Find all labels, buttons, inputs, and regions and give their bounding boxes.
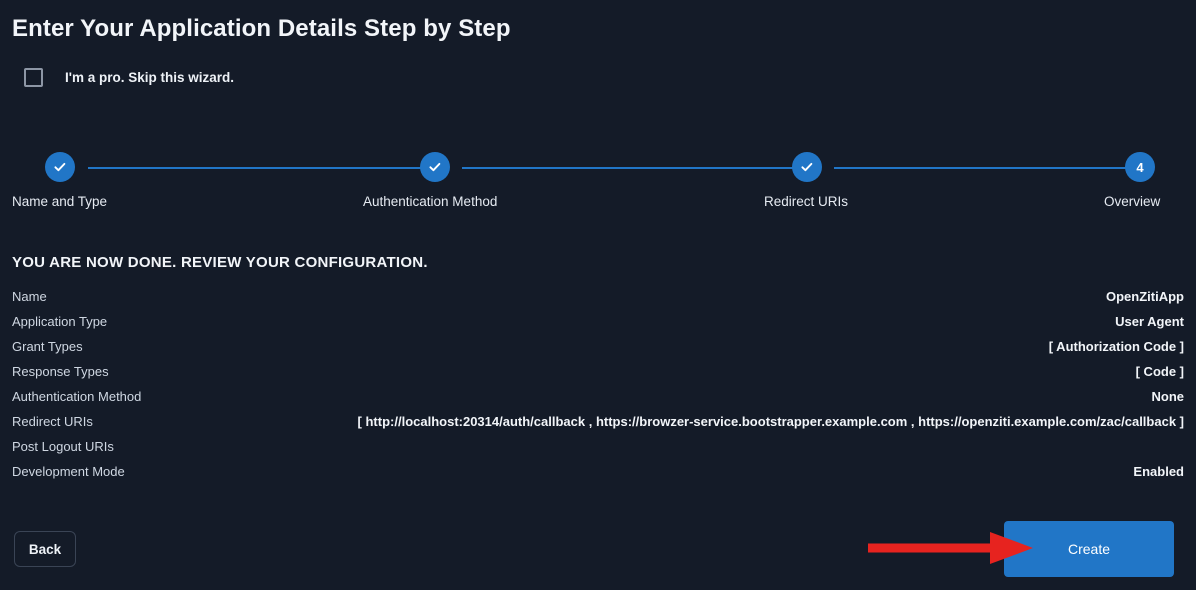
review-heading: YOU ARE NOW DONE. REVIEW YOUR CONFIGURAT… [12,254,428,271]
stepper-label-redirect-uris: Redirect URIs [764,194,849,209]
row-value: None [1151,389,1185,404]
row-label: Authentication Method [12,389,142,404]
skip-wizard-checkbox[interactable] [24,68,43,87]
create-button[interactable]: Create [1004,521,1174,577]
skip-wizard-label: I'm a pro. Skip this wizard. [65,70,234,85]
row-value: User Agent [1115,314,1184,329]
table-row: Response Types [ Code ] [12,364,1184,389]
check-icon [429,162,441,172]
table-row: Development Mode Enabled [12,464,1184,489]
stepper-connector-3 [834,167,1128,169]
skip-wizard-row: I'm a pro. Skip this wizard. [24,68,234,87]
row-value: [ Code ] [1135,364,1184,379]
stepper-node-number: 4 [1136,159,1144,175]
row-value: [ http://localhost:20314/auth/callback ,… [357,414,1184,429]
check-icon [801,162,813,172]
row-label: Name [12,289,47,304]
stepper-node-redirect-uris[interactable] [792,152,822,182]
page-title: Enter Your Application Details Step by S… [12,15,511,42]
row-label: Redirect URIs [12,414,93,429]
row-label: Application Type [12,314,108,329]
back-button[interactable]: Back [14,531,76,567]
row-value: OpenZitiApp [1106,289,1184,304]
stepper-node-name-and-type[interactable] [45,152,75,182]
table-row: Post Logout URIs [12,439,1184,464]
stepper-label-name-and-type: Name and Type [12,194,108,209]
row-label: Development Mode [12,464,125,479]
stepper-label-overview: Overview [1104,194,1161,209]
table-row: Name OpenZitiApp [12,289,1184,314]
stepper-connector-1 [88,167,431,169]
row-label: Post Logout URIs [12,439,114,454]
review-summary-table: Name OpenZitiApp Application Type User A… [12,289,1184,489]
row-value: Enabled [1133,464,1184,479]
table-row: Redirect URIs [ http://localhost:20314/a… [12,414,1184,439]
row-label: Response Types [12,364,109,379]
stepper-node-authentication-method[interactable] [420,152,450,182]
stepper-track: 4 Name and Type Authentication Method Re… [12,152,1184,209]
table-row: Authentication Method None [12,389,1184,414]
table-row: Grant Types [ Authorization Code ] [12,339,1184,364]
stepper-label-authentication-method: Authentication Method [363,194,498,209]
table-row: Application Type User Agent [12,314,1184,339]
wizard-stepper: 4 Name and Type Authentication Method Re… [12,152,1184,214]
row-value: [ Authorization Code ] [1048,339,1184,354]
check-icon [54,162,66,172]
stepper-node-overview[interactable]: 4 [1125,152,1155,182]
row-label: Grant Types [12,339,83,354]
stepper-connector-2 [462,167,804,169]
